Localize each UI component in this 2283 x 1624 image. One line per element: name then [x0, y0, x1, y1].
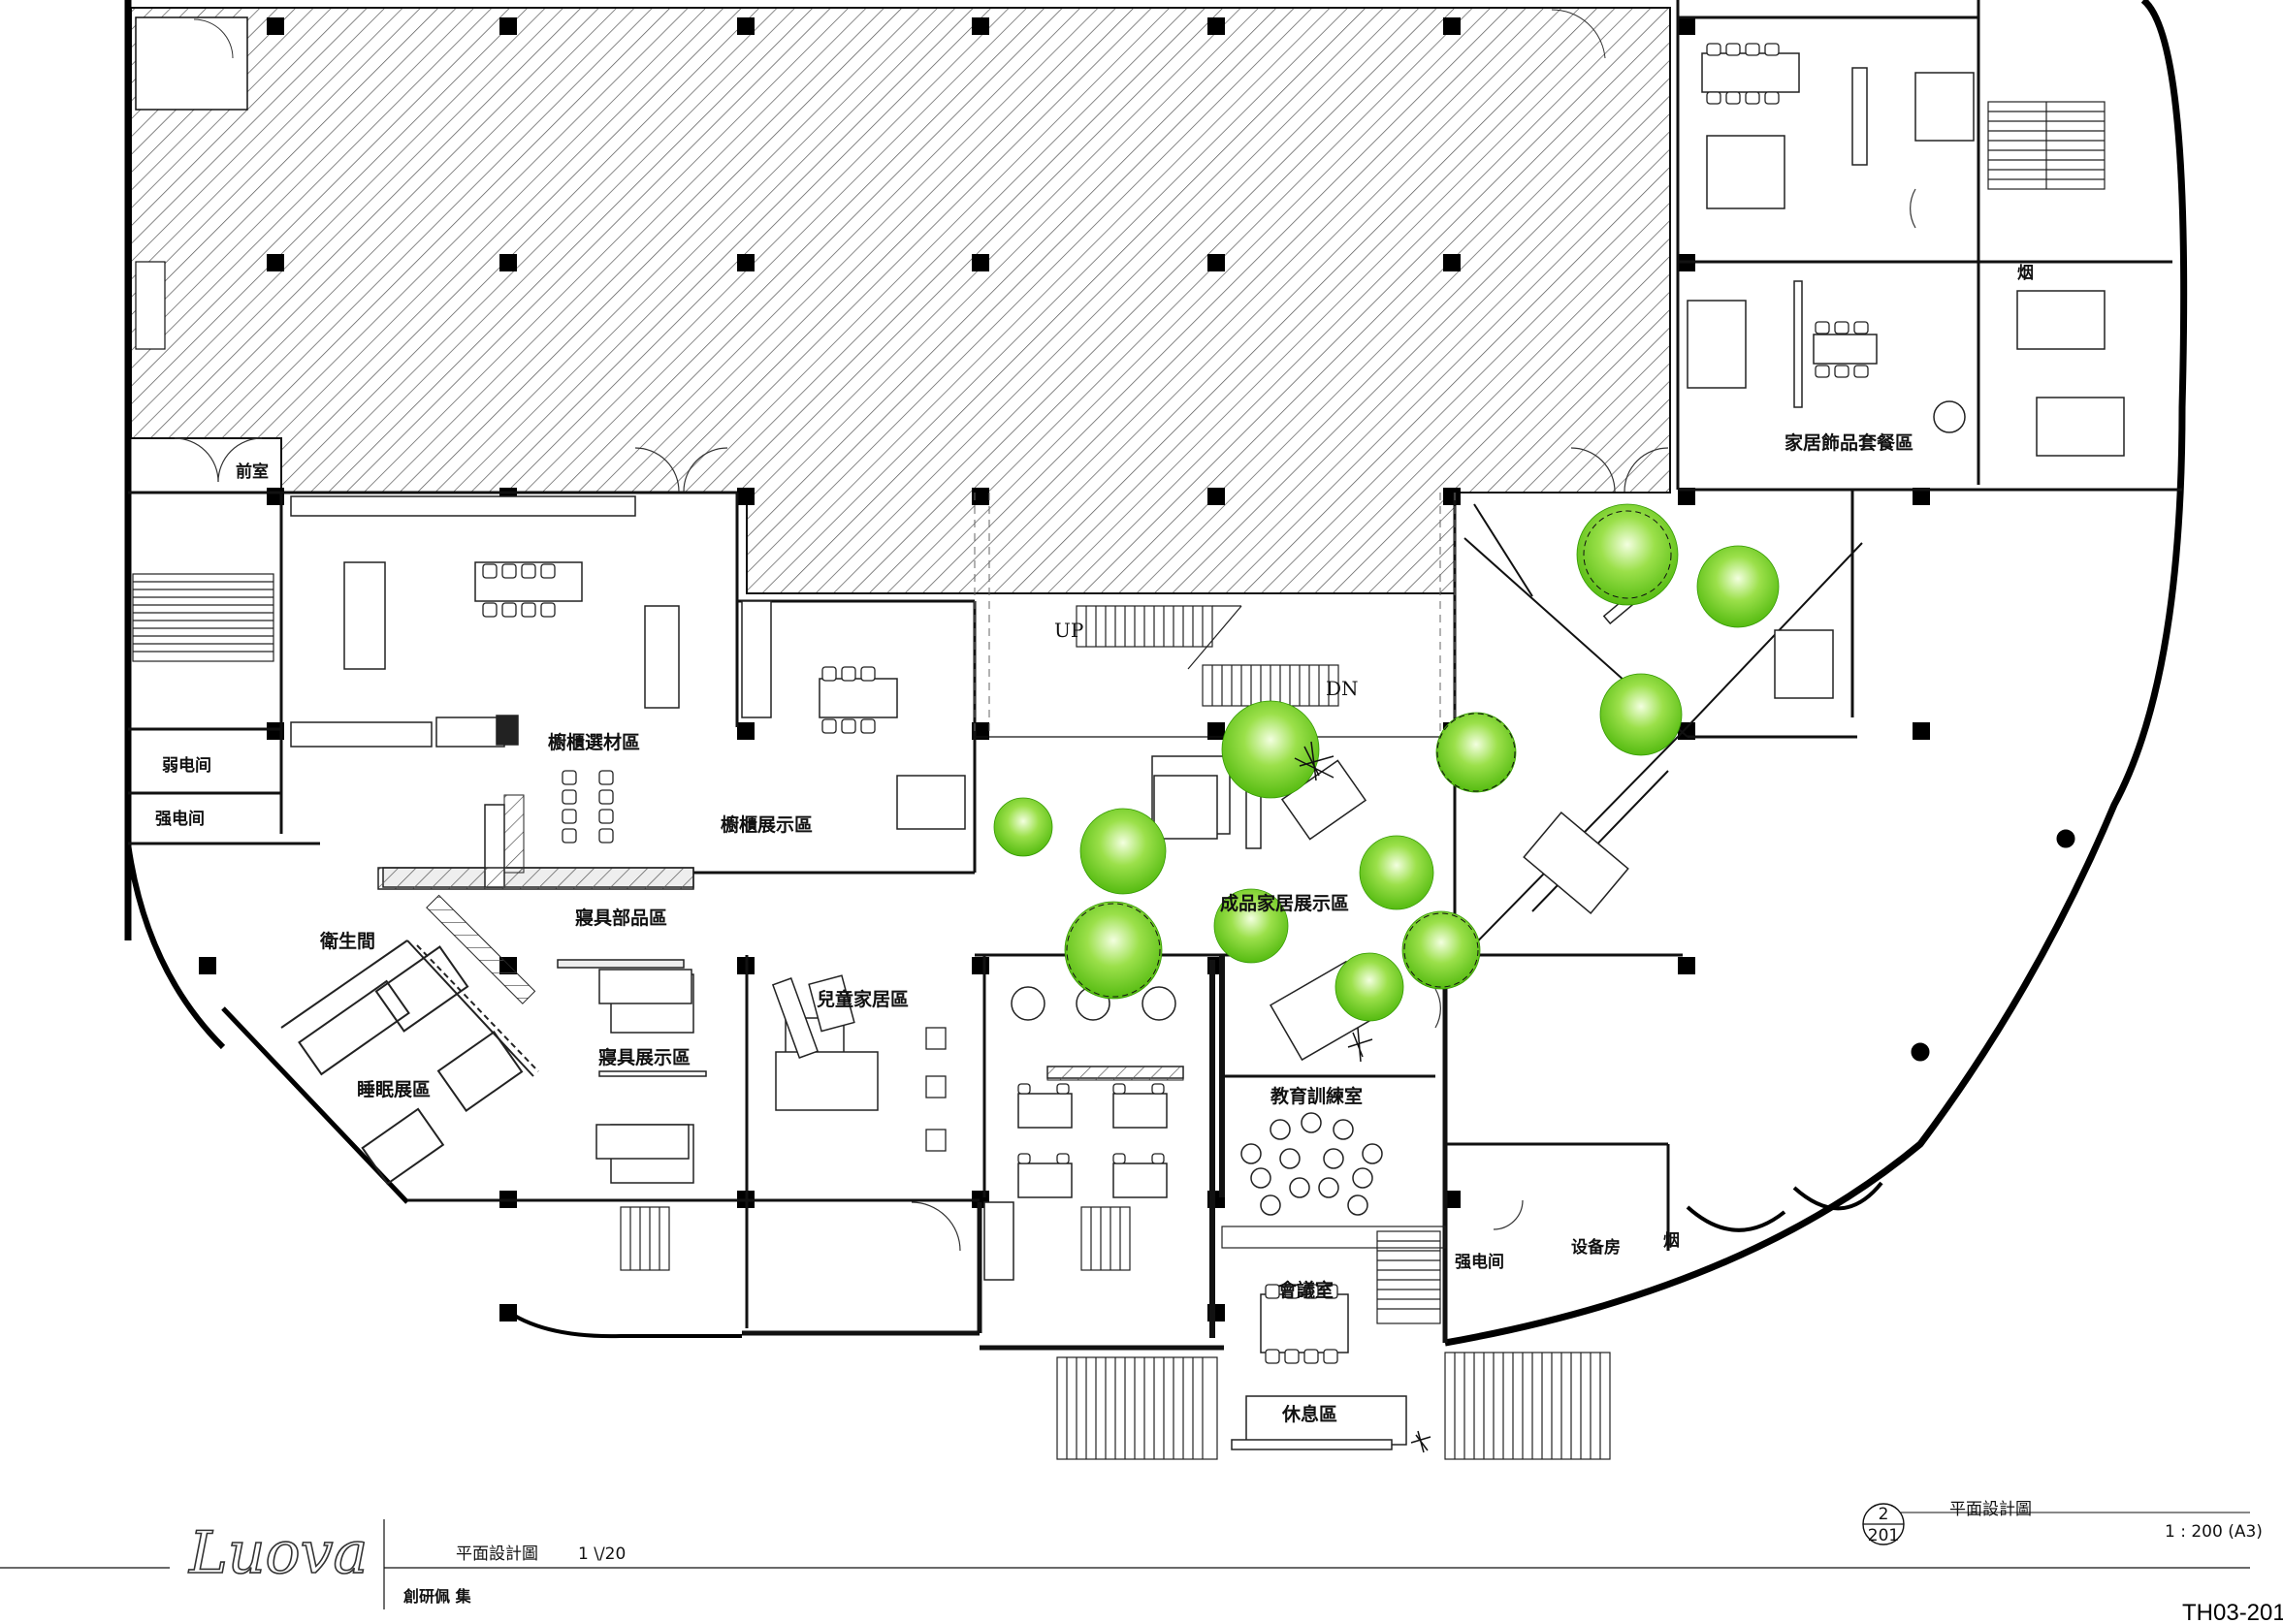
- detail-marker: 2 201: [1862, 1503, 1905, 1545]
- label-meeting: 會議室: [1278, 1279, 1334, 1301]
- drawing-name: 平面設計圖: [456, 1544, 538, 1564]
- label-strong-current-2: 强电间: [1455, 1252, 1504, 1272]
- label-smoke-bottom: 烟: [1663, 1230, 1680, 1251]
- label-cabinet-display: 櫥櫃展示區: [721, 813, 813, 836]
- label-restroom: 衛生間: [319, 930, 375, 952]
- chairs: [482, 43, 1869, 1364]
- hatched-void-area: [130, 7, 1671, 594]
- drawing-code: TH03-201: [2182, 1600, 2283, 1624]
- room-labels: 前室 櫥櫃選材區 櫥櫃展示區 弱电间 强电间 衛生間 寢具部品區 睡眠展區 寢具…: [155, 263, 2034, 1425]
- label-kids-home: 兒童家居區: [817, 988, 909, 1010]
- detail-sheet: 201: [1868, 1526, 1899, 1545]
- circulation-lines: [974, 493, 1456, 737]
- label-strong-current: 强电间: [155, 809, 205, 829]
- drawing-scale: 1 : 200 (A3): [2165, 1522, 2263, 1542]
- label-sleep-exhibit: 睡眠展區: [357, 1079, 431, 1100]
- company-logo: Luova: [188, 1519, 368, 1587]
- label-stair-down: DN: [1326, 677, 1359, 700]
- detail-title: 平面設計圖: [1949, 1500, 2032, 1519]
- doors: [174, 188, 1916, 1252]
- label-bedding-display: 寢具展示區: [598, 1046, 691, 1068]
- label-cabinet-material: 櫥櫃選材區: [548, 731, 640, 753]
- sheet-reference: 1 \/20: [578, 1544, 626, 1564]
- company-name: 創研佩 集: [402, 1587, 472, 1606]
- label-finished-home: 成品家居展示區: [1220, 892, 1349, 914]
- exterior-walls: [124, 0, 2188, 1347]
- label-training: 教育訓練室: [1270, 1085, 1363, 1107]
- label-equipment: 设备房: [1571, 1237, 1621, 1258]
- tree-outlines: [1066, 510, 1672, 998]
- label-front-room: 前室: [236, 462, 269, 482]
- title-block: Luova 平面設計圖 1 \/20 創研佩 集 2 201 平面設計圖 1 :…: [0, 1500, 2283, 1624]
- label-lounge: 休息區: [1281, 1403, 1337, 1425]
- green-trees: [993, 503, 1780, 1022]
- label-bedding-parts: 寢具部品區: [575, 907, 667, 929]
- detail-number: 2: [1879, 1505, 1889, 1524]
- staircases: [132, 101, 2106, 1460]
- label-smoke-top: 烟: [2017, 263, 2034, 283]
- sleep-exhibit-frame: [280, 939, 539, 1186]
- label-home-deco: 家居飾品套餐區: [1785, 431, 1913, 454]
- plant-symbols: [1294, 741, 1431, 1453]
- label-stair-up: UP: [1054, 619, 1083, 642]
- label-weak-current: 弱电间: [162, 755, 211, 776]
- cabinet-band: [377, 794, 1184, 1081]
